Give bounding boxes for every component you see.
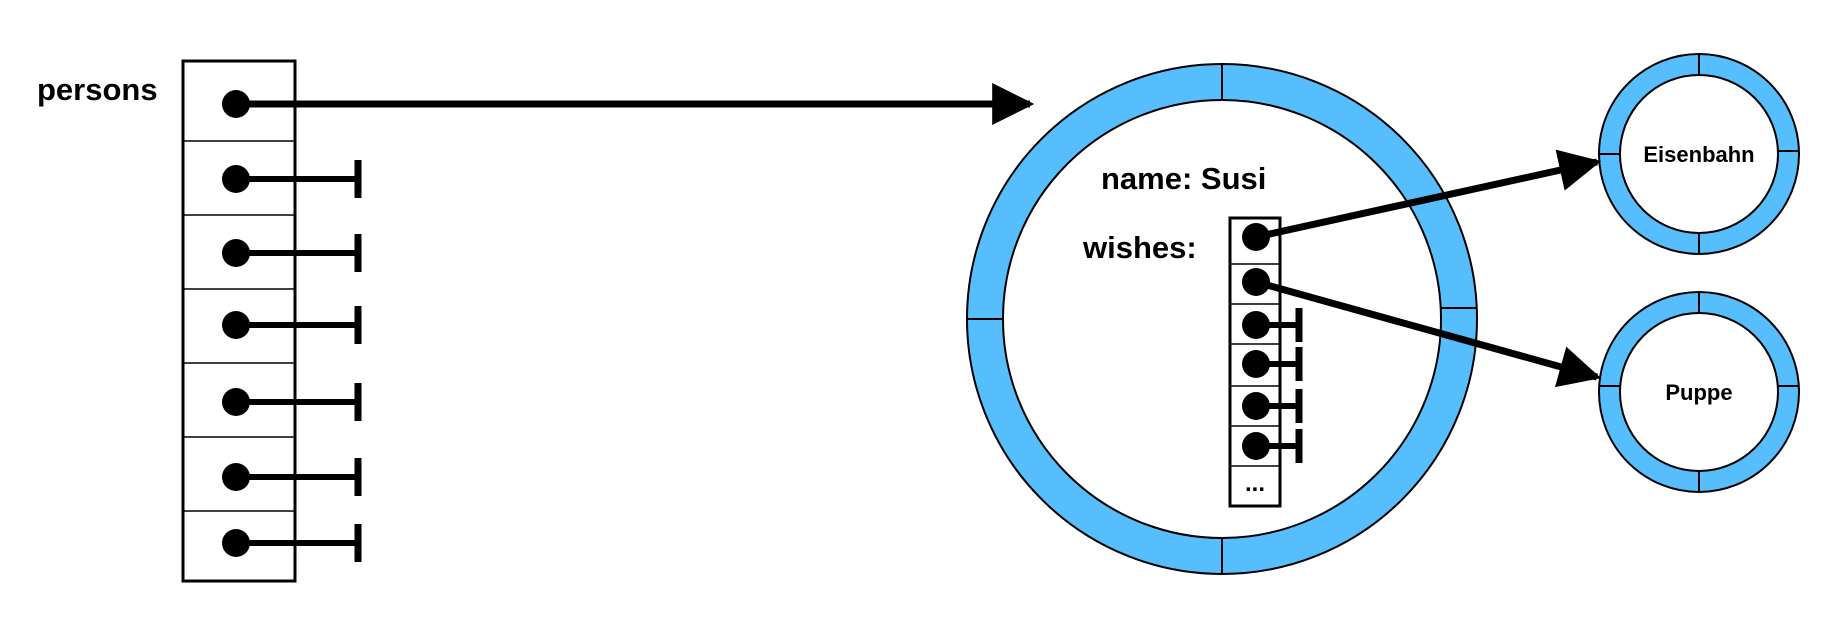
wish-label-puppe: Puppe: [1665, 380, 1732, 405]
reference-arrow-wish-to-eisenbahn: [1255, 149, 1602, 241]
null-reference: [222, 383, 362, 421]
wishes-array-ellipsis: ...: [1245, 470, 1265, 497]
persons-array: [181, 59, 1035, 583]
person-object-susi: name: Susi wishes:: [966, 63, 1478, 575]
field-name: name: Susi: [1101, 161, 1266, 196]
null-reference: [222, 160, 362, 198]
null-reference: [1242, 429, 1303, 463]
wish-label-eisenbahn: Eisenbahn: [1643, 142, 1754, 167]
reference-arrow-wish-to-puppe: [1255, 278, 1602, 388]
wish-object-eisenbahn: Eisenbahn: [1598, 53, 1800, 255]
persons-label: persons: [37, 72, 158, 107]
null-reference: [222, 458, 362, 496]
null-reference: [1242, 389, 1303, 423]
null-reference: [222, 524, 362, 562]
null-reference: [1242, 308, 1303, 342]
null-reference: [1242, 347, 1303, 381]
null-reference: [222, 306, 362, 344]
null-reference: [222, 234, 362, 272]
wish-object-puppe: Puppe: [1598, 291, 1800, 493]
field-wishes-label: wishes:: [1082, 230, 1197, 265]
wishes-array: ...: [1228, 216, 1303, 508]
